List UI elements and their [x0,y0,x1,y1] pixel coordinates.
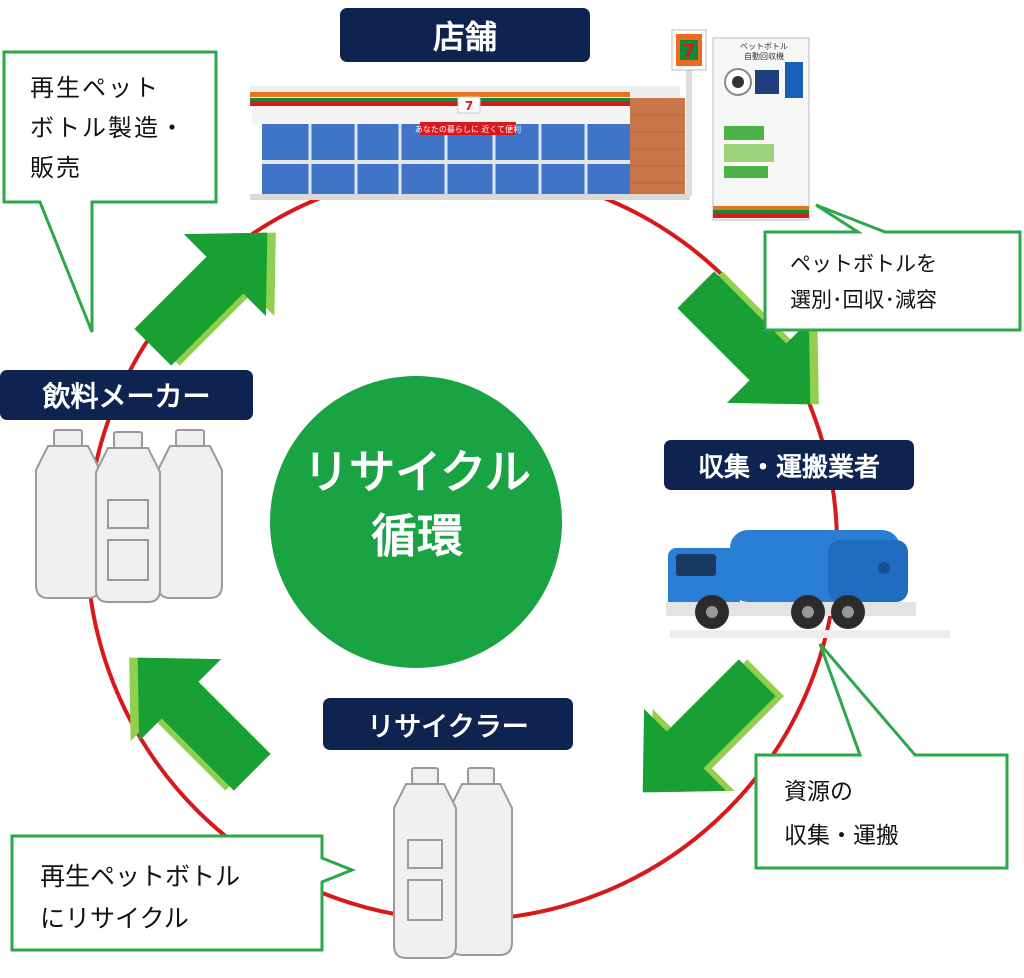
label-store: 店舗 [340,8,590,62]
center-title: リサイクル 循環 [272,440,562,568]
center-line-2: 循環 [371,509,463,563]
center-line-1: リサイクル [303,445,531,499]
label-collector: 収集・運搬業者 [664,440,914,490]
pet-bottle-collection-machine [712,37,810,221]
callout-recycler-box [10,834,357,952]
arrow-collector-to-recycler [642,659,785,793]
callout-maker-text: 再生ペット ボトル製造・ 販売 [30,74,186,182]
callout-recycler-text: 再生ペットボトル にリサイクル [40,862,241,933]
callout-maker-box [2,50,218,333]
machine-title: ペットボトル 自動回収機 [740,42,788,61]
recycled-bottles [393,767,513,959]
callout-store-box [763,203,1022,332]
label-recycler: リサイクラー [323,698,573,750]
store-banner-text: あなたの暮らしに 近くて便利 [415,124,521,134]
store-logo: 7 [465,99,473,113]
store-illustration: あなたの暮らしに 近くて便利 7 7 [250,29,707,200]
label-beverage-maker: 飲料メーカー [0,370,253,420]
arrow-store-to-collector [677,271,819,405]
callout-collector-text: 資源の 収集・運搬 [784,779,899,849]
arrow-maker-to-store [134,232,276,366]
pole-logo: 7 [683,41,696,62]
maker-bottles [35,429,223,603]
arrow-recycler-to-maker [129,657,271,791]
center-circle [270,376,562,668]
collection-truck [666,530,950,638]
callout-collector-box [754,643,1009,870]
callout-store-text: ペットボトルを 選別･回収･減容 [790,252,937,312]
